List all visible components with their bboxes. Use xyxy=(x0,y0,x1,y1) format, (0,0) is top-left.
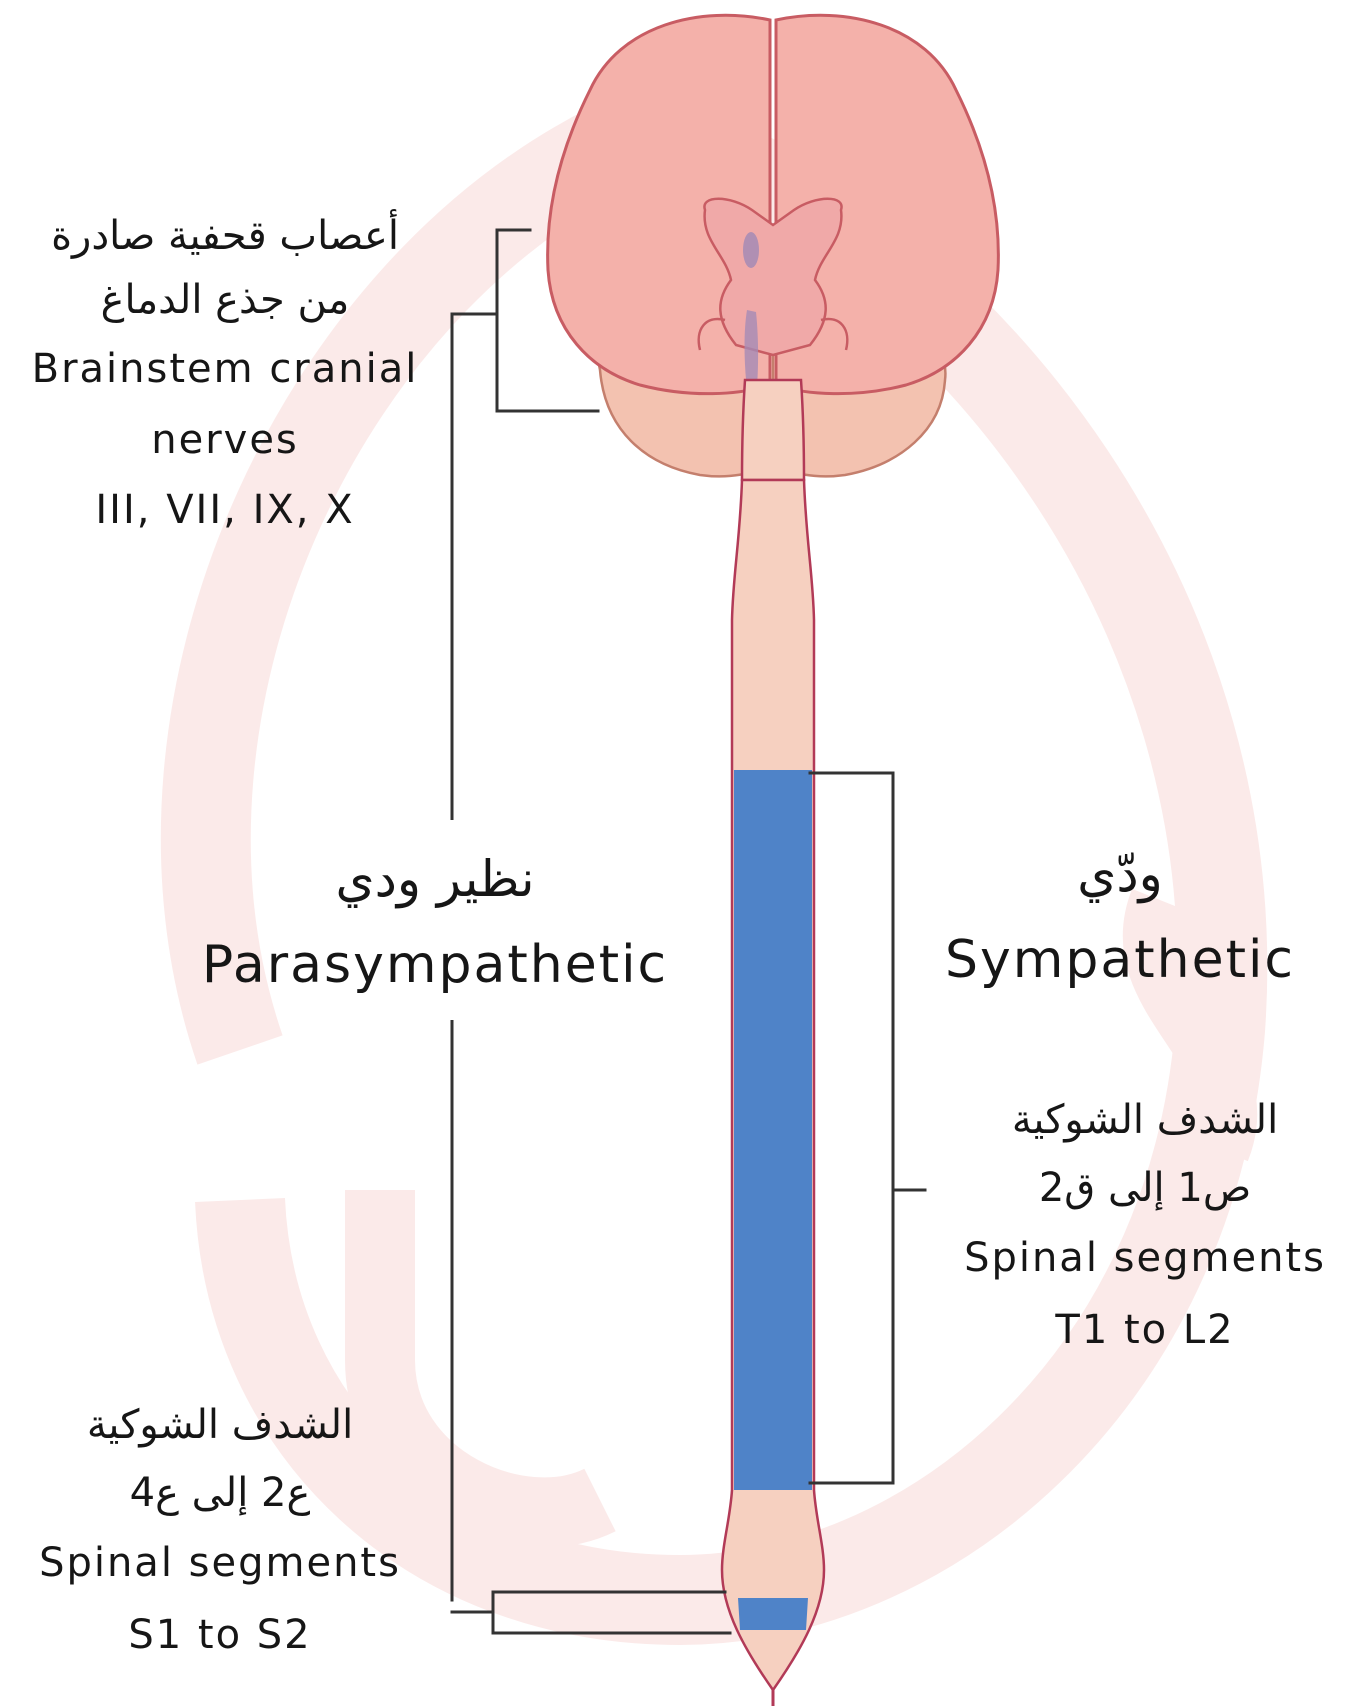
thoracolumbar-ar-line1: الشدف الشوكية xyxy=(930,1085,1360,1155)
thoracolumbar-label: الشدف الشوكية ص1 إلى ق2 Spinal segments … xyxy=(930,1085,1360,1365)
sympathetic-ar: ودّي xyxy=(910,830,1330,918)
ventricle-upper xyxy=(743,232,759,268)
parasympathetic-ar: نظير ودي xyxy=(170,835,700,923)
thoracolumbar-en-line1: Spinal segments xyxy=(930,1221,1360,1295)
cranial-ar-line1: أعصاب قحفية صادرة xyxy=(0,205,450,267)
sacral-ar-line2: ع2 إلى ع4 xyxy=(0,1460,440,1526)
sacral-ar-line1: الشدف الشوكية xyxy=(0,1390,440,1460)
thoracolumbar-ar-line2: ص1 إلى ق2 xyxy=(930,1155,1360,1221)
cranial-en-line2: nerves xyxy=(0,405,450,475)
sacral-en-line1: Spinal segments xyxy=(0,1526,440,1600)
parasympathetic-en: Parasympathetic xyxy=(170,923,700,1007)
brainstem xyxy=(742,380,804,480)
sympathetic-label: ودّي Sympathetic xyxy=(910,830,1330,1002)
cranial-ar-line2: من جذع الدماغ xyxy=(0,267,450,333)
cranial-en-line1: Brainstem cranial xyxy=(0,333,450,405)
sympathetic-en: Sympathetic xyxy=(910,918,1330,1002)
sacral-segment xyxy=(738,1598,808,1630)
sympathetic-bracket xyxy=(810,773,893,1483)
parasympathetic-label: نظير ودي Parasympathetic xyxy=(170,835,700,1007)
sacral-en-line2: S1 to S2 xyxy=(0,1600,440,1670)
cranial-numerals: III, VII, IX, X xyxy=(0,475,450,545)
cranial-nerves-label: أعصاب قحفية صادرة من جذع الدماغ Brainste… xyxy=(0,205,450,545)
sacral-label: الشدف الشوكية ع2 إلى ع4 Spinal segments … xyxy=(0,1390,440,1670)
thoracolumbar-segment xyxy=(734,770,812,1490)
thoracolumbar-en-line2: T1 to L2 xyxy=(930,1295,1360,1365)
